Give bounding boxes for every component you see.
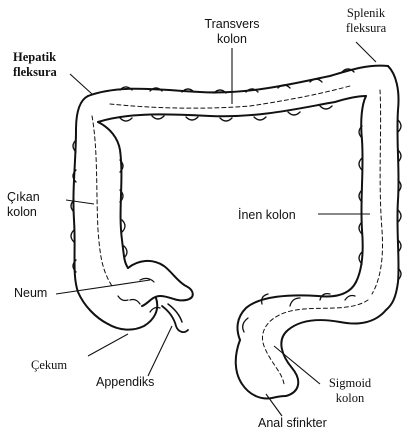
label-neum: Neum bbox=[14, 286, 47, 301]
ileum-outline bbox=[128, 261, 193, 306]
label-anal-sfinkter: Anal sfinkter bbox=[258, 416, 327, 431]
transverse-colon-outline bbox=[88, 66, 388, 96]
label-appendiks: Appendiks bbox=[96, 375, 154, 390]
label-cikan-line1: Çıkan bbox=[7, 190, 40, 205]
label-cikan-line2: kolon bbox=[7, 205, 40, 220]
label-hepatik-fleksura: Hepatik fleksura bbox=[13, 50, 57, 80]
label-sigmoid-line2: kolon bbox=[318, 391, 382, 406]
sigmoid-colon-inner bbox=[238, 282, 356, 340]
label-sigmoid-kolon: Sigmoid kolon bbox=[318, 376, 382, 406]
ascending-colon-outer bbox=[73, 96, 108, 324]
label-transvers-line1: Transvers bbox=[200, 17, 264, 32]
label-cikan-kolon: Çıkan kolon bbox=[7, 190, 40, 220]
label-splenik-fleksura: Splenik fleksura bbox=[336, 6, 396, 36]
descending-colon-outer bbox=[386, 66, 399, 310]
label-inen-kolon: İnen kolon bbox=[238, 208, 296, 223]
rectum-outline bbox=[236, 340, 286, 398]
pointer-cekum bbox=[88, 334, 128, 356]
label-transvers-line2: kolon bbox=[200, 32, 264, 47]
label-splenik-line1: Splenik bbox=[336, 6, 396, 21]
label-splenik-line2: fleksura bbox=[336, 21, 396, 36]
label-hepatik-line2: fleksura bbox=[13, 65, 57, 80]
pointer-hepatik bbox=[70, 74, 92, 94]
label-cekum: Çekum bbox=[31, 358, 67, 373]
cecum-outline bbox=[108, 298, 157, 330]
pointer-cikan bbox=[66, 200, 94, 204]
pointer-splenik bbox=[356, 42, 376, 62]
label-transvers-kolon: Transvers kolon bbox=[200, 17, 264, 47]
label-sigmoid-line1: Sigmoid bbox=[318, 376, 382, 391]
pointer-neum bbox=[56, 280, 150, 294]
label-hepatik-line1: Hepatik bbox=[13, 50, 57, 65]
pointer-appendiks bbox=[148, 326, 172, 376]
